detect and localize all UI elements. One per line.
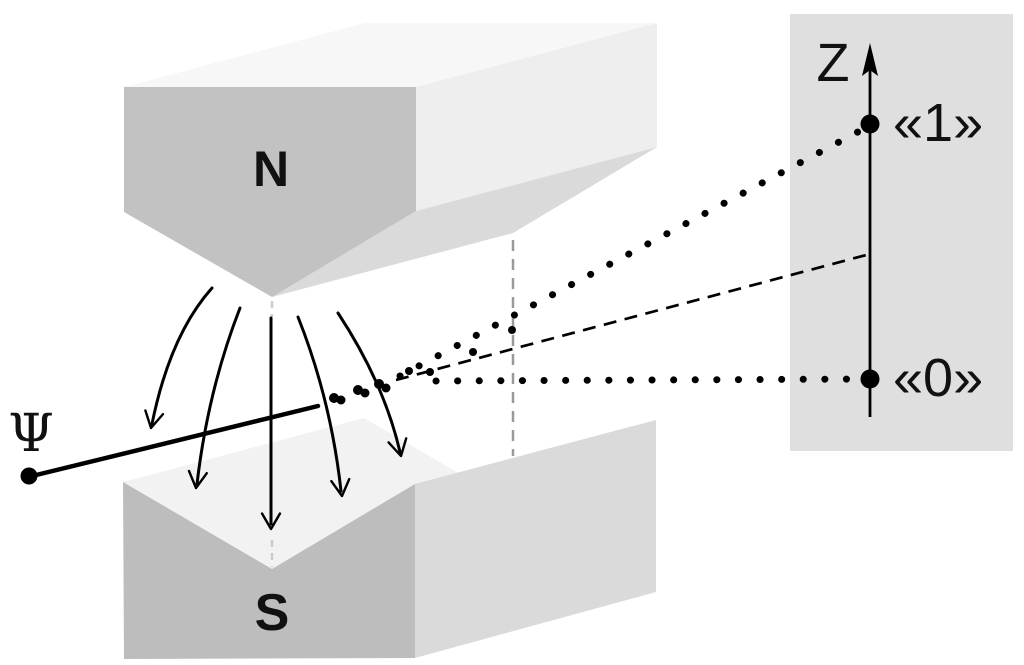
north-magnet-front-face: [124, 87, 416, 297]
outcome-down-dot: [860, 369, 880, 389]
field-line-1: [150, 286, 214, 426]
cluster-dot: [374, 379, 384, 389]
field-line-2: [195, 306, 242, 486]
z-axis-label: Z: [817, 33, 850, 93]
cluster-dot: [329, 393, 339, 403]
south-pole-label: S: [255, 584, 290, 642]
spin-down-dotted-path: [432, 375, 873, 385]
north-magnet-top-face: [124, 23, 657, 87]
field-line-4-arrowhead-icon: [330, 477, 351, 498]
spin-up-dotted-path: [396, 122, 873, 380]
field-line-3-arrowhead-icon: [260, 512, 282, 531]
scatter-dot: [426, 368, 434, 376]
cluster-dot: [353, 385, 363, 395]
labels: N S Z «1» «0» Ψ: [8, 33, 983, 642]
north-magnet-side-face: [416, 23, 657, 211]
north-magnet-wedge-face: [272, 147, 657, 297]
beam-split-cluster: [329, 326, 516, 405]
field-line-1-arrowhead-icon: [144, 409, 165, 430]
incoming-beam: [20, 403, 321, 485]
cluster-dot: [381, 383, 391, 393]
beam-solid-line: [25, 403, 321, 480]
scatter-dot: [508, 326, 516, 334]
beam-source-dot: [20, 467, 38, 485]
field-line-4: [296, 315, 343, 493]
south-magnet-front-face: [123, 482, 415, 659]
outcome-down-label: «0»: [893, 348, 983, 408]
classical-expectation-dashed-path: [395, 252, 871, 382]
scatter-dot: [469, 348, 477, 356]
z-axis-arrowhead-icon: [862, 43, 878, 76]
z-axis: [860, 43, 880, 417]
split-trajectories: [395, 122, 873, 385]
field-line-2-arrowhead-icon: [187, 469, 208, 490]
scatter-dot: [405, 367, 413, 375]
outcome-up-label: «1»: [893, 93, 983, 153]
south-magnet: [123, 418, 656, 659]
outcome-up-dot: [860, 114, 880, 134]
cluster-dot: [360, 388, 370, 398]
cluster-dot: [336, 395, 346, 405]
north-pole-label: N: [253, 141, 289, 197]
north-magnet: [124, 23, 657, 297]
south-magnet-side-face: [415, 420, 656, 658]
wavefunction-label: Ψ: [8, 404, 54, 464]
south-magnet-groove-left-face: [123, 418, 513, 569]
field-line-5-arrowhead-icon: [387, 437, 408, 458]
